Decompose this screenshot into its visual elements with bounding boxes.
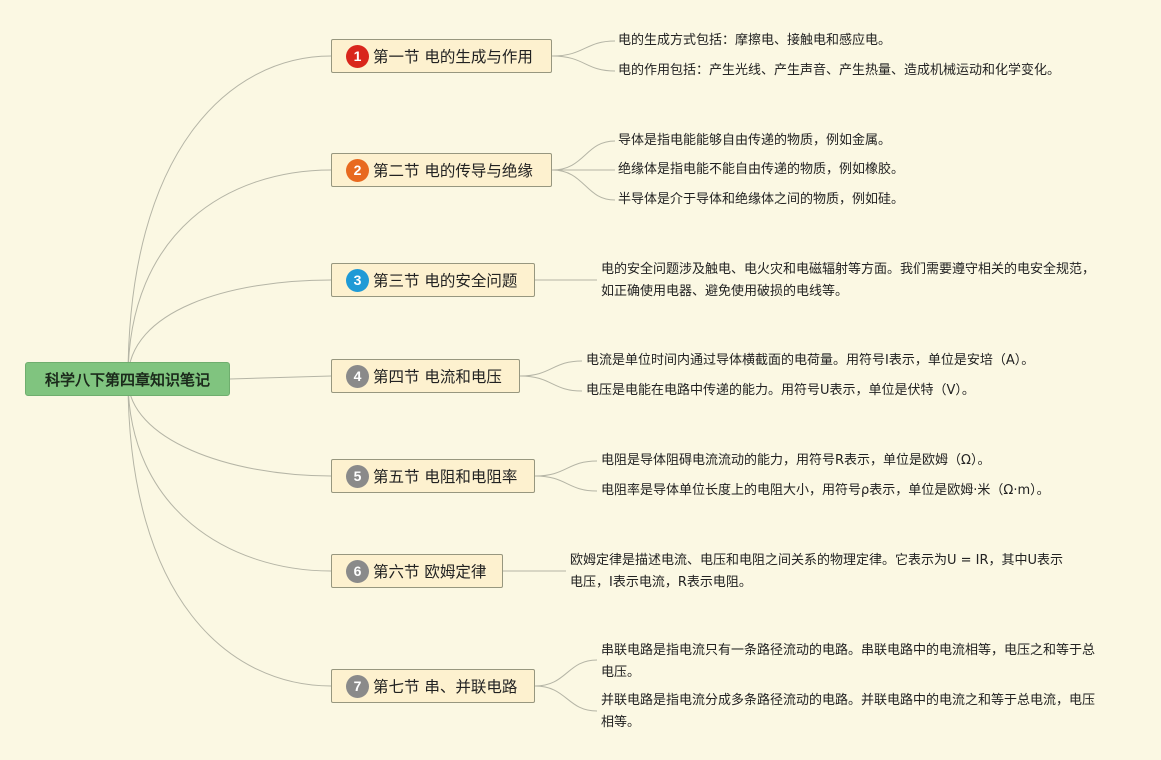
section-topic-5[interactable]: 5 第五节 电阻和电阻率	[331, 459, 535, 493]
section-title: 第六节 欧姆定律	[373, 563, 487, 581]
number-5-icon: 5	[346, 464, 369, 488]
note-4-2[interactable]: 电压是电能在电路中传递的能力。用符号U表示，单位是伏特（V）。	[586, 383, 975, 398]
link-root-s1	[127, 55, 332, 380]
note-2-2[interactable]: 绝缘体是指电能不能自由传递的物质，例如橡胶。	[618, 162, 905, 177]
section-title: 第三节 电的安全问题	[373, 272, 518, 290]
note-5-1[interactable]: 电阻是导体阻碍电流流动的能力，用符号R表示，单位是欧姆（Ω）。	[601, 453, 991, 468]
link-root-s6	[127, 378, 332, 572]
note-2-1[interactable]: 导体是指电能能够自由传递的物质，例如金属。	[618, 133, 892, 148]
link-s4-n2	[519, 375, 583, 392]
number-1-icon: 1	[346, 44, 369, 68]
note-7-2[interactable]: 并联电路是指电流分成多条路径流动的电路。并联电路中的电流之和等于总电流，电压相等…	[601, 693, 1096, 730]
note-5-2[interactable]: 电阻率是导体单位长度上的电阻大小，用符号ρ表示，单位是欧姆·米（Ω·m）。	[601, 483, 1050, 498]
section-title: 第一节 电的生成与作用	[373, 48, 533, 66]
section-title: 第四节 电流和电压	[373, 368, 502, 386]
link-s7-n2	[534, 685, 598, 712]
section-title: 第五节 电阻和电阻率	[373, 468, 518, 486]
note-2-3[interactable]: 半导体是介于导体和绝缘体之间的物质，例如硅。	[618, 192, 905, 207]
section-title: 第二节 电的传导与绝缘	[373, 162, 533, 180]
number-2-icon: 2	[346, 158, 369, 182]
number-4-icon: 4	[346, 364, 369, 388]
note-6-1[interactable]: 欧姆定律是描述电流、电压和电阻之间关系的物理定律。它表示为U = IR，其中U表…	[570, 553, 1064, 590]
link-root-s5	[127, 378, 332, 477]
section-topic-1[interactable]: 1 第一节 电的生成与作用	[331, 39, 552, 73]
link-s2-n1	[551, 140, 616, 171]
note-7-1[interactable]: 串联电路是指电流只有一条路径流动的电路。串联电路中的电流相等，电压之和等于总电压…	[601, 643, 1096, 680]
link-s2-n3	[551, 169, 616, 201]
section-topic-3[interactable]: 3 第三节 电的安全问题	[331, 263, 535, 297]
link-s5-n1	[534, 460, 598, 477]
note-3-1[interactable]: 电的安全问题涉及触电、电火灾和电磁辐射等方面。我们需要遵守相关的电安全规范，如正…	[601, 262, 1096, 299]
link-s5-n2	[534, 475, 598, 492]
section-topic-7[interactable]: 7 第七节 串、并联电路	[331, 669, 535, 703]
link-s1-n1	[551, 40, 616, 57]
link-root-s7	[127, 378, 332, 687]
section-topic-2[interactable]: 2 第二节 电的传导与绝缘	[331, 153, 552, 187]
section-title: 第七节 串、并联电路	[373, 678, 518, 696]
number-3-icon: 3	[346, 268, 369, 292]
link-root-s2	[127, 169, 332, 380]
link-s4-n1	[519, 360, 583, 377]
note-4-1[interactable]: 电流是单位时间内通过导体横截面的电荷量。用符号I表示，单位是安培（A）。	[586, 353, 1035, 368]
note-1-1[interactable]: 电的生成方式包括：摩擦电、接触电和感应电。	[618, 33, 892, 48]
link-s1-n2	[551, 55, 616, 72]
note-1-2[interactable]: 电的作用包括：产生光线、产生声音、产生热量、造成机械运动和化学变化。	[618, 63, 1061, 78]
section-topic-6[interactable]: 6 第六节 欧姆定律	[331, 554, 503, 588]
number-6-icon: 6	[346, 559, 369, 583]
link-root-s4	[229, 375, 332, 380]
link-root-s3	[127, 279, 332, 380]
section-topic-4[interactable]: 4 第四节 电流和电压	[331, 359, 520, 393]
root-topic[interactable]: 科学八下第四章知识笔记	[25, 362, 230, 396]
link-s7-n1	[534, 659, 598, 687]
number-7-icon: 7	[346, 674, 369, 698]
